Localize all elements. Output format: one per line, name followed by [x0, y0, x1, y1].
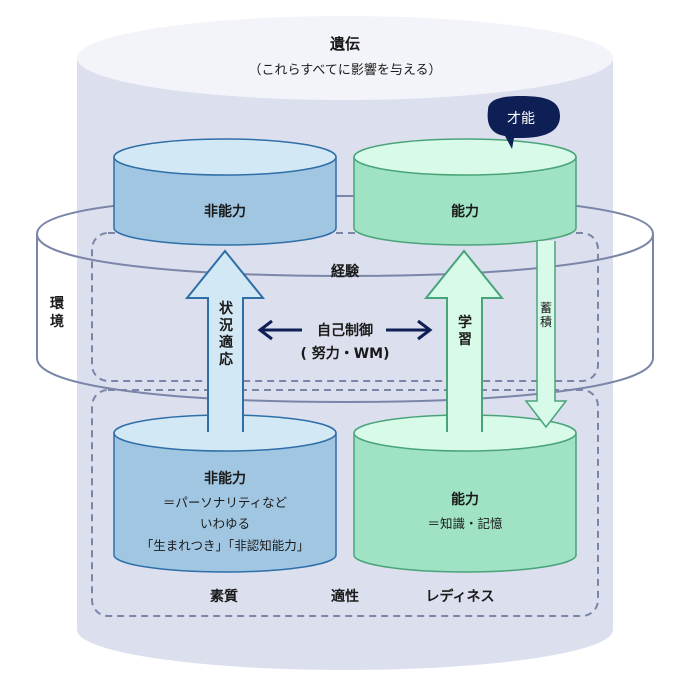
- situational-adaptation-char-1: 状: [219, 300, 234, 317]
- bottom-non-cognitive-label: 非能力: [204, 470, 246, 487]
- accumulation-arrow: [524, 241, 568, 429]
- bottom-cognitive-line-1: ＝知識・記憶: [427, 516, 503, 531]
- situational-adaptation-char-2: 況: [219, 317, 233, 334]
- environment-ring-bottom-front: [36, 357, 654, 404]
- self-control-double-arrow: [257, 319, 433, 341]
- environment-ring-top-front: [36, 233, 654, 278]
- top-non-cognitive-label: 非能力: [204, 203, 246, 220]
- environment-ring: [36, 194, 654, 404]
- footer-label-readiness: レディネス: [425, 588, 494, 605]
- environment-ring-right-fill: [613, 198, 653, 395]
- environment-label: 環: [50, 296, 65, 312]
- self-control-label: 自己制御: [317, 322, 373, 339]
- bottom-cognitive-cylinder: [353, 414, 577, 573]
- situational-adaptation-arrow: [184, 249, 266, 432]
- situational-adaptation-char-3: 適: [219, 334, 233, 351]
- aptitude-dashed-region: [91, 389, 599, 617]
- experience-dashed-region: [91, 232, 599, 382]
- talent-label: 才能: [507, 111, 535, 127]
- footer-label-aptitude: 適性: [331, 588, 359, 605]
- heredity-cylinder-top: [77, 16, 613, 100]
- situational-adaptation-char-4: 応: [219, 351, 233, 368]
- bottom-non-cognitive-cylinder: [113, 414, 337, 573]
- footer-label-disposition: 素質: [210, 588, 238, 605]
- top-cognitive-cylinder: [353, 138, 577, 246]
- top-cognitive-label: 能力: [451, 203, 479, 220]
- learning-arrow: [423, 249, 505, 432]
- heredity-subtitle: （これらすべてに影響を与える）: [249, 62, 442, 78]
- self-control-sublabel: ( 努力・WM): [300, 345, 389, 362]
- talent-bubble: [487, 96, 560, 149]
- bottom-cognitive-label: 能力: [451, 491, 479, 508]
- experience-label: 経験: [331, 263, 360, 280]
- heredity-title: 遺伝: [329, 35, 360, 53]
- accumulation-char-2: 積: [540, 314, 552, 329]
- learning-char-1: 学: [458, 314, 472, 331]
- learning-char-2: 習: [458, 332, 472, 348]
- environment-label-2: 境: [50, 313, 64, 330]
- environment-ring-top-back: [36, 194, 654, 235]
- bottom-non-cognitive-line-1: ＝パーソナリティなど: [163, 495, 288, 510]
- accumulation-char-1: 蓄: [540, 301, 552, 315]
- bottom-non-cognitive-line-3: 「生まれつき」「非認知能力」: [141, 538, 310, 553]
- bottom-non-cognitive-line-2: いわゆる: [200, 516, 250, 531]
- top-non-cognitive-cylinder: [113, 138, 337, 246]
